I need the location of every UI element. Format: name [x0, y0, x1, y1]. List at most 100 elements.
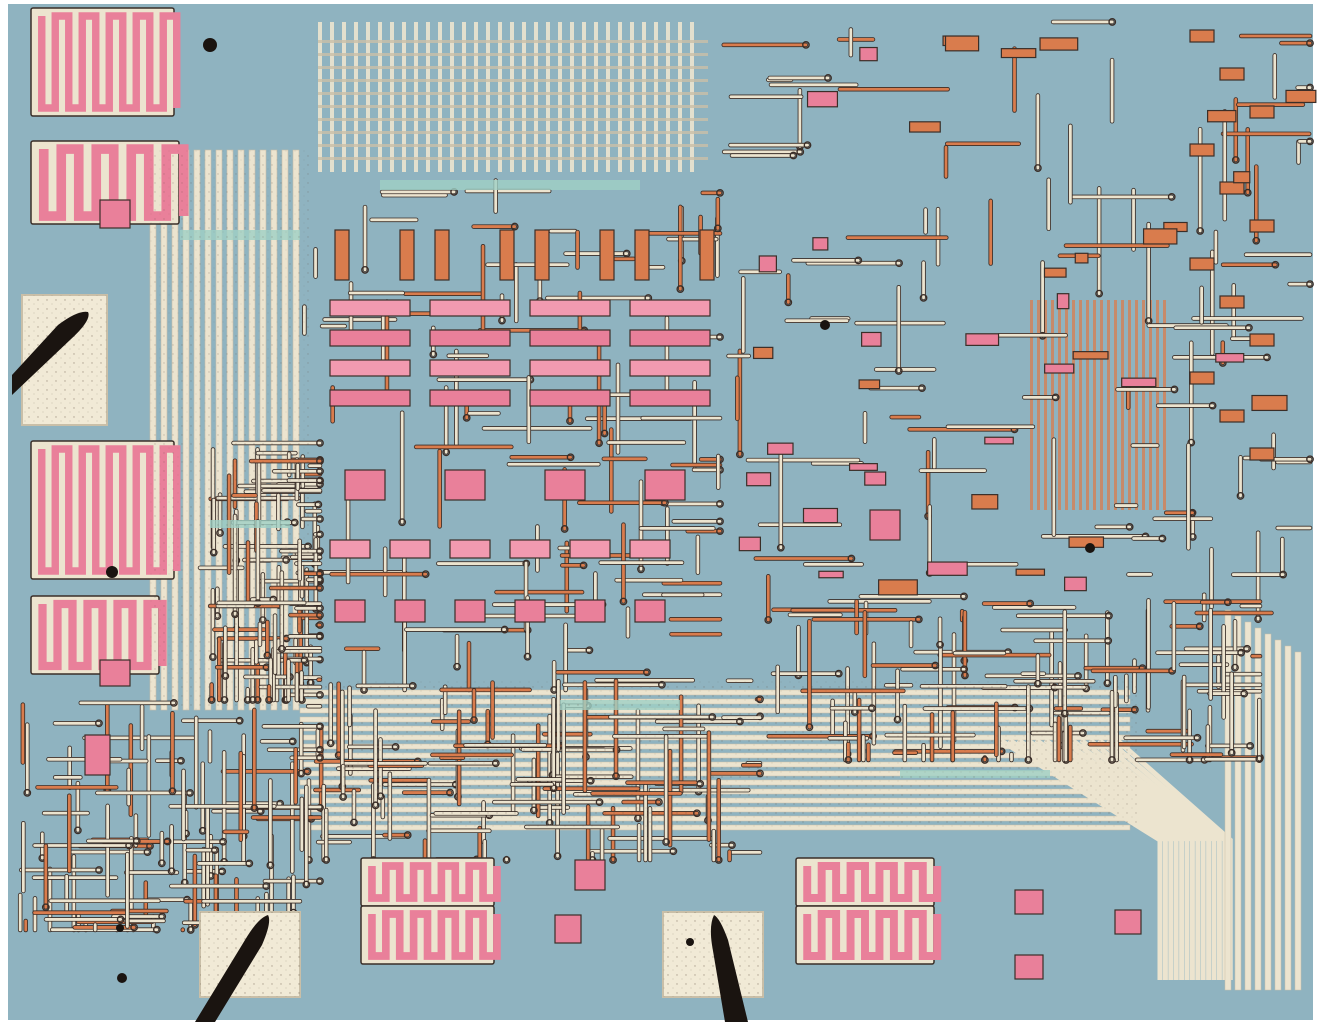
diffusion-block: [429, 389, 511, 407]
contact-via: [936, 640, 944, 649]
bus-line: [474, 22, 478, 172]
resistor-serpentine: [38, 599, 167, 671]
contact-via: [316, 476, 324, 485]
contact-via: [716, 527, 724, 536]
contact-via: [735, 450, 744, 459]
bus-line: [498, 22, 502, 172]
contact-via: [637, 565, 645, 574]
contact-via: [152, 925, 161, 934]
diffusion-block: [399, 229, 415, 281]
bus-line: [318, 92, 708, 95]
contact-via: [502, 856, 511, 864]
contact-via: [676, 285, 685, 293]
bus-line: [354, 22, 358, 172]
bus-line: [1254, 627, 1262, 991]
diffusion-block: [529, 299, 611, 317]
contact-via: [130, 923, 139, 932]
diffusion-block: [629, 359, 711, 377]
bus-line: [1079, 300, 1082, 510]
bus-line: [486, 22, 490, 172]
contact-via: [716, 188, 724, 197]
contact-via: [316, 877, 324, 886]
bus-line: [462, 22, 466, 172]
diffusion-block: [1249, 219, 1275, 233]
diffusion-block: [569, 539, 611, 559]
contact-via: [1158, 534, 1167, 543]
bus-line: [1044, 300, 1047, 510]
diffusion-block: [99, 659, 131, 687]
diffusion-block: [99, 199, 131, 229]
diffusion-block: [758, 255, 777, 273]
contact-via: [41, 903, 50, 912]
bus-line: [594, 22, 598, 172]
debris-spot: [106, 566, 118, 578]
contact-via: [1237, 648, 1246, 657]
contact-via: [316, 547, 324, 556]
diffusion-block: [971, 494, 999, 510]
diffusion-block: [858, 379, 881, 390]
diffusion-block: [334, 229, 350, 281]
diffusion-block: [802, 507, 839, 524]
bus-line: [1284, 645, 1292, 991]
diffusion-block: [767, 442, 794, 455]
diffusion-block: [1043, 267, 1067, 278]
contact-via: [1227, 748, 1236, 757]
diffusion-block: [806, 90, 839, 108]
contact-via: [662, 838, 671, 846]
contact-via: [316, 569, 324, 578]
bus-line: [1107, 300, 1110, 510]
bus-line: [1224, 609, 1232, 991]
contact-via: [316, 439, 324, 447]
contact-via: [1306, 39, 1314, 48]
bus-line: [318, 22, 322, 172]
diffusion-block: [1219, 295, 1245, 309]
bus-line: [318, 157, 708, 160]
bus-line: [414, 22, 418, 172]
diffusion-block: [329, 389, 411, 407]
contact-via: [1236, 492, 1245, 500]
contact-via: [716, 517, 724, 526]
contact-via: [1187, 438, 1196, 447]
contact-via: [1125, 523, 1134, 531]
diffusion-block: [1121, 377, 1157, 388]
diffusion-block: [1189, 371, 1215, 385]
bus-line: [690, 22, 694, 172]
contact-via: [157, 859, 166, 868]
contact-via: [453, 662, 461, 671]
diffusion-block: [574, 859, 606, 891]
diffusion-block: [509, 539, 551, 559]
diffusion-block: [634, 229, 650, 281]
diffusion-block: [1251, 394, 1288, 412]
diffusion-block: [1249, 333, 1275, 347]
diffusion-block: [1189, 29, 1215, 43]
diffusion-block: [629, 329, 711, 347]
contact-via: [1279, 570, 1288, 579]
bus-line: [318, 66, 708, 69]
bus-line: [654, 22, 658, 172]
contact-via: [398, 518, 407, 527]
diffusion-block: [499, 229, 515, 281]
diffusion-block: [927, 561, 968, 576]
diffusion-block: [644, 469, 686, 501]
debris-spot: [203, 38, 217, 52]
contact-via: [262, 882, 271, 890]
diffusion-block: [1064, 576, 1087, 592]
diffusion-block: [1249, 447, 1275, 461]
contact-via: [1195, 622, 1204, 631]
contact-via: [288, 737, 297, 746]
debris-spot: [117, 973, 127, 983]
bus-line: [1142, 300, 1145, 510]
speckle-field: [150, 150, 310, 710]
diffusion-block: [1189, 257, 1215, 271]
bus-line: [1264, 633, 1272, 991]
contact-via: [1095, 289, 1104, 298]
debris-spot: [820, 320, 830, 330]
diffusion-block: [1072, 351, 1109, 360]
bus-line: [534, 22, 538, 172]
diffusion-block: [818, 570, 844, 579]
contact-via: [1033, 164, 1042, 172]
probe-needle-left: [12, 311, 89, 395]
bus-line: [1093, 300, 1096, 510]
bus-line: [1149, 300, 1152, 510]
